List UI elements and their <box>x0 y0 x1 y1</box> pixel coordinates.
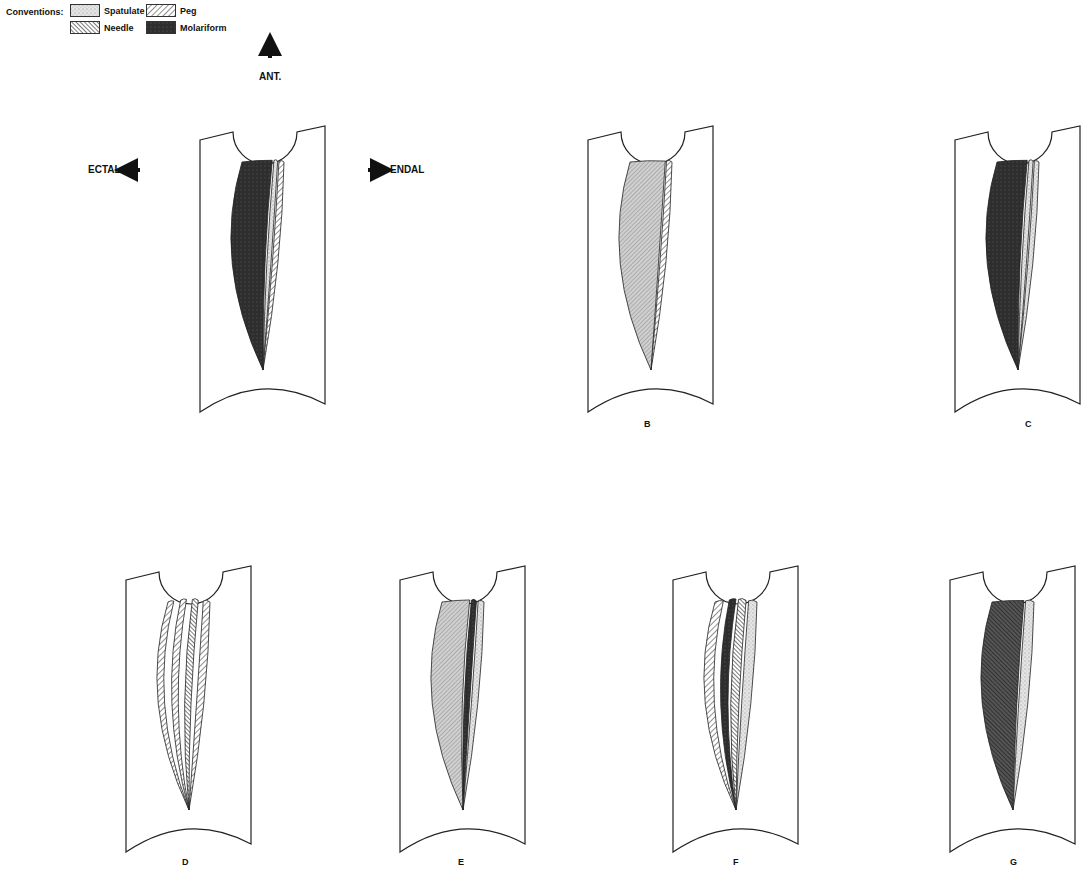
tooth-band <box>463 600 484 810</box>
direction-arrows <box>126 44 382 170</box>
direction-label: ANT. <box>259 72 281 82</box>
jaw-outline <box>400 566 525 852</box>
jaw-section <box>126 566 251 852</box>
tooth-band <box>263 160 284 370</box>
legend-heading: Conventions: <box>6 8 64 17</box>
panel-letter: D <box>182 858 189 867</box>
jaw-section <box>955 126 1080 412</box>
jaw-section <box>400 566 525 852</box>
jaw-outline <box>126 566 251 852</box>
legend-text: Spatulate <box>104 6 145 16</box>
legend-item: Spatulate <box>70 4 145 17</box>
tooth-band <box>1013 600 1034 810</box>
legend-swatch <box>70 4 100 17</box>
legend-text: Molariform <box>180 23 227 33</box>
panel-letter: C <box>1025 420 1032 429</box>
tooth-band <box>736 600 757 810</box>
panel-letter: G <box>1010 858 1017 867</box>
panel-letter: E <box>458 858 464 867</box>
legend-item: Needle <box>70 21 134 34</box>
legend-item: Molariform <box>146 21 227 34</box>
jaw-outline <box>955 126 1080 412</box>
endal-arrow <box>368 168 382 172</box>
jaw-outline <box>200 126 325 412</box>
panel-letter: F <box>733 858 739 867</box>
tooth-band <box>189 600 210 810</box>
legend-text: Peg <box>180 6 197 16</box>
legend-swatch <box>70 21 100 34</box>
panel-letter: B <box>644 420 651 429</box>
tooth-band <box>1018 160 1039 370</box>
jaw-outline <box>673 566 798 852</box>
tooth-band <box>619 161 665 370</box>
direction-label: ECTAL <box>88 165 121 175</box>
jaw-outline <box>950 566 1075 852</box>
jaw-section <box>588 126 713 412</box>
legend-swatch <box>146 4 176 17</box>
legend-item: Peg <box>146 4 197 17</box>
jaw-section <box>673 566 798 852</box>
jaw-section <box>950 566 1075 852</box>
anterior-arrow <box>268 44 272 58</box>
jaw-section <box>200 126 325 412</box>
direction-label: ENDAL <box>390 165 424 175</box>
tooth-band <box>651 160 672 370</box>
jaw-outline <box>588 126 713 412</box>
legend-swatch <box>146 21 176 34</box>
legend-text: Needle <box>104 23 134 33</box>
ectal-arrow <box>126 168 140 172</box>
